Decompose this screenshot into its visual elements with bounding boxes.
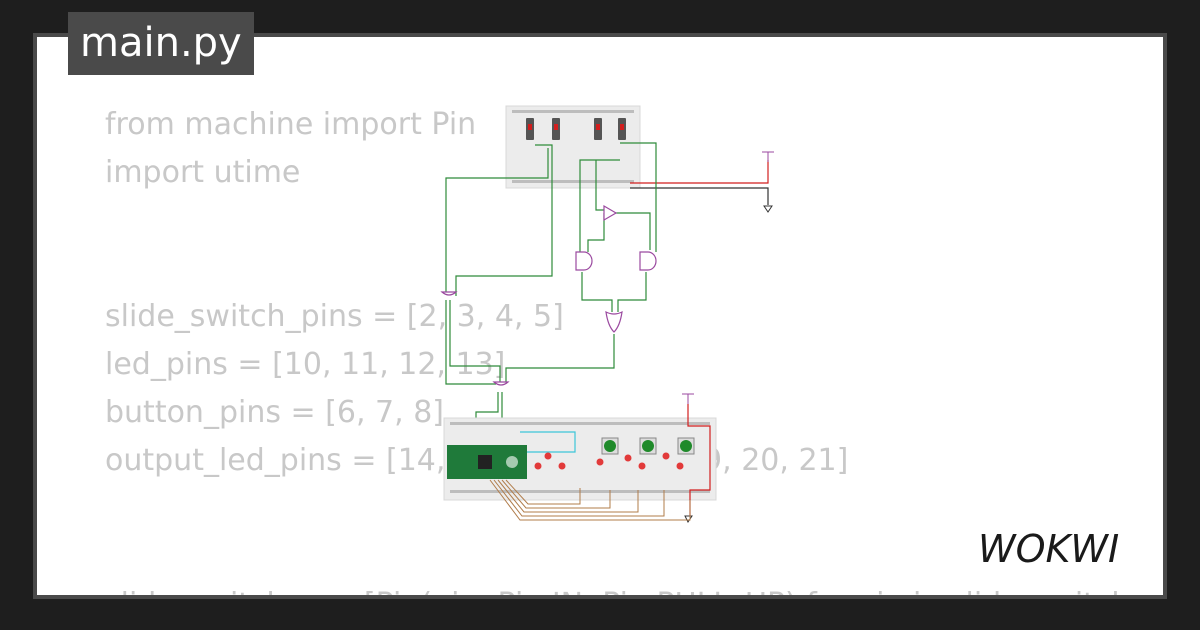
push-buttons: [601, 437, 695, 455]
logic-gates: [440, 204, 657, 386]
file-tab[interactable]: main.py: [68, 12, 254, 75]
code-line-3: slide_switch_pins = [2, 3, 4, 5]: [105, 299, 564, 334]
code-line-4: led_pins = [10, 11, 12, 13]: [105, 347, 506, 382]
wokwi-logo-text: WOKWI: [978, 527, 1119, 571]
output-leds: [534, 452, 684, 470]
code-line-1: from machine import Pin: [105, 107, 477, 142]
code-line-5: button_pins = [6, 7, 8]: [105, 395, 444, 430]
slide-switch-group: [526, 118, 626, 140]
code-line-7: slide_switches = [Pin(pin, Pin.IN, Pin.P…: [105, 587, 1163, 595]
wokwi-logo: WOKWI: [978, 527, 1119, 571]
code-line-2: import utime: [105, 155, 301, 190]
